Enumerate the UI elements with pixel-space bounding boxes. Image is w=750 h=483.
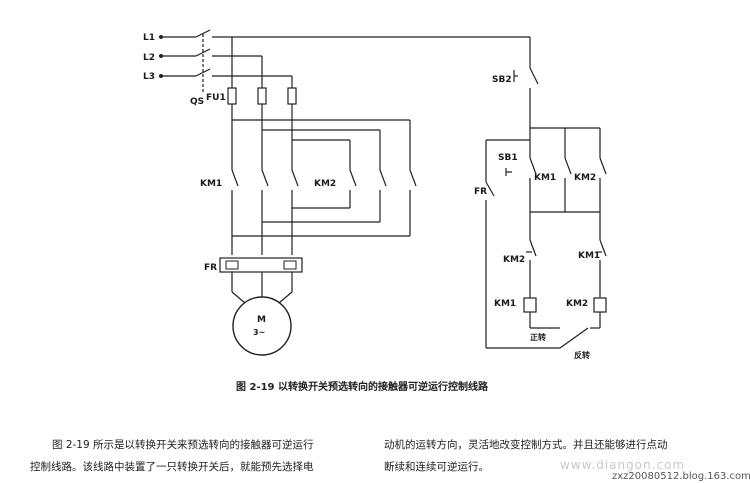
motor-label-3phase: 3~ bbox=[253, 328, 265, 337]
label-fr-main: FR bbox=[204, 263, 217, 273]
label-sb1: SB1 bbox=[498, 153, 518, 163]
control-circuit: SB2 SB1 KM1 KM2 FR KM2 KM1 bbox=[474, 67, 607, 360]
description-left-line1: 图 2-19 所示是以转换开关来预选转向的接触器可逆运行 bbox=[52, 439, 314, 451]
motor-label-m: M bbox=[257, 315, 266, 325]
motor: M 3~ bbox=[232, 296, 292, 356]
label-sb2: SB2 bbox=[492, 75, 512, 85]
figure-caption: 图 2-19 以转换开关预选转向的接触器可逆运行控制线路 bbox=[236, 382, 488, 393]
label-km2-interlock: KM2 bbox=[503, 255, 525, 265]
label-l2: L2 bbox=[143, 53, 155, 63]
label-l1: L1 bbox=[143, 33, 155, 43]
label-km1-interlock: KM1 bbox=[578, 251, 600, 261]
label-km1-coil: KM1 bbox=[494, 299, 516, 309]
description-left-line2: 控制线路。该线路中装置了一只转换开关后，就能预先选择电 bbox=[30, 461, 314, 473]
description-right-line1: 动机的运转方向，灵活地改变控制方式。并且还能够进行点动 bbox=[384, 439, 668, 451]
label-reverse: 反转 bbox=[574, 350, 590, 360]
thermal-relay-fr: FR bbox=[204, 257, 303, 304]
label-km1-hold: KM1 bbox=[534, 173, 556, 183]
label-qs: QS bbox=[190, 97, 204, 107]
description-right-line2: 断续和连续可逆运行。 bbox=[384, 461, 489, 473]
label-fu1: FU1 bbox=[206, 93, 226, 103]
main-contactors: KM1 KM2 bbox=[200, 119, 417, 255]
label-km2-coil: KM2 bbox=[566, 299, 588, 309]
watermark-site: www.diangon.com bbox=[560, 458, 686, 472]
label-forward: 正转 bbox=[530, 332, 546, 342]
label-km2-main: KM2 bbox=[314, 179, 336, 189]
label-km1-main: KM1 bbox=[200, 179, 222, 189]
power-lines: L1 L2 L3 QS bbox=[143, 29, 531, 107]
watermark-blog: zxz20080512.blog.163.com bbox=[612, 471, 750, 482]
fuses-fu1: FU1 bbox=[206, 87, 297, 170]
label-km2-hold: KM2 bbox=[574, 173, 596, 183]
label-fr-ctrl: FR bbox=[474, 187, 487, 197]
label-l3: L3 bbox=[143, 72, 155, 82]
